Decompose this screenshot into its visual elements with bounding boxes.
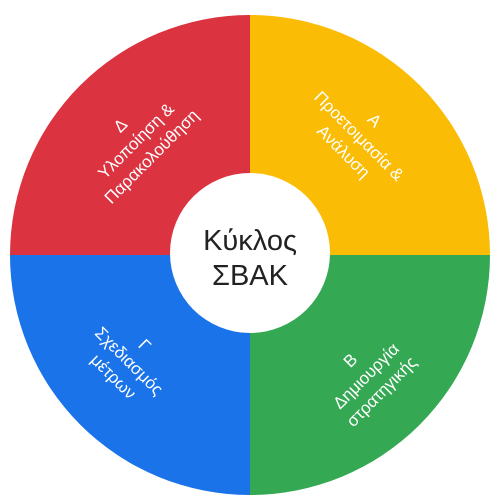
quadrant-a-sector xyxy=(250,15,490,255)
quadrant-d-sector xyxy=(10,15,250,255)
quadrant-b-sector xyxy=(250,255,490,495)
center-circle xyxy=(170,173,330,333)
center-subtitle: ΣΒΑΚ xyxy=(212,260,289,292)
quadrant-c-sector xyxy=(10,255,250,495)
center-title: Κύκλος xyxy=(203,225,297,257)
